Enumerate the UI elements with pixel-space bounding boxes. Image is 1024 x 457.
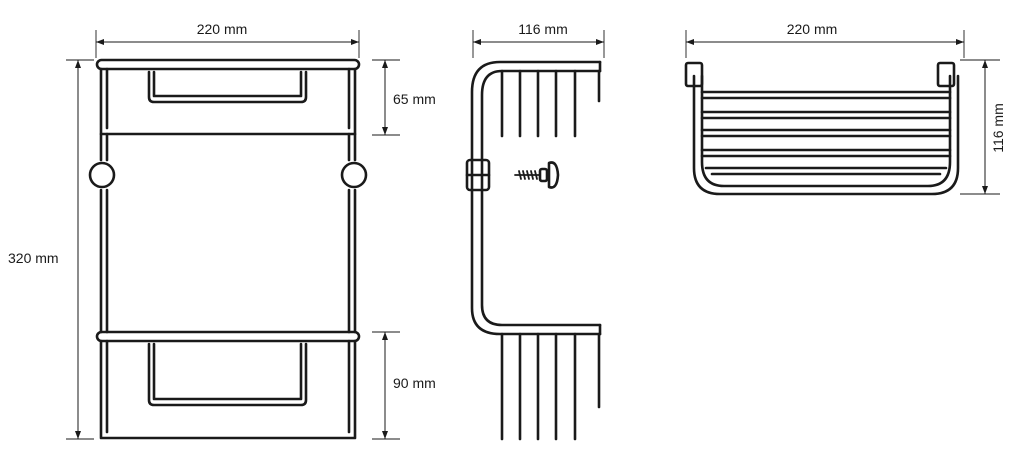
front-view: 220 mm 320 mm 65 mm 90 mm [8, 21, 436, 440]
side-bracket-outer [470, 60, 602, 336]
front-height-dimension: 320 mm [8, 59, 94, 440]
top-width-dimension: 220 mm [685, 21, 965, 58]
bottom-shelf-dimension: 90 mm [372, 331, 436, 440]
side-depth-dimension: 116 mm [472, 21, 605, 58]
top-depth-dimension: 116 mm [960, 59, 1006, 195]
top-view: 220 mm 116 mm [684, 21, 1006, 196]
front-frame [95, 58, 361, 440]
wall-plug-icon [547, 161, 560, 189]
right-wall-plate [936, 61, 956, 88]
side-bracket-inner [480, 69, 602, 327]
top-depth-label: 116 mm [990, 103, 1006, 153]
front-height-label: 320 mm [8, 250, 59, 266]
side-view: 116 mm [465, 21, 605, 441]
bottom-basket-rail [147, 342, 308, 407]
top-frame-inner [700, 74, 952, 188]
top-prongs [500, 69, 601, 138]
front-width-label: 220 mm [197, 21, 248, 37]
left-wall-mount [88, 161, 116, 189]
front-width-dimension: 220 mm [95, 21, 360, 58]
side-depth-label: 116 mm [518, 21, 568, 37]
bottom-shelf-label: 90 mm [393, 375, 436, 391]
bottom-prongs [500, 332, 601, 441]
top-frame-outer [692, 74, 960, 196]
top-basket-rail [147, 70, 308, 104]
shelf-rails [700, 90, 952, 176]
top-shelf-dimension: 65 mm [372, 59, 436, 136]
top-width-label: 220 mm [787, 21, 838, 37]
screw-icon [514, 167, 549, 183]
top-shelf-label: 65 mm [393, 91, 436, 107]
right-wall-mount [340, 161, 368, 189]
